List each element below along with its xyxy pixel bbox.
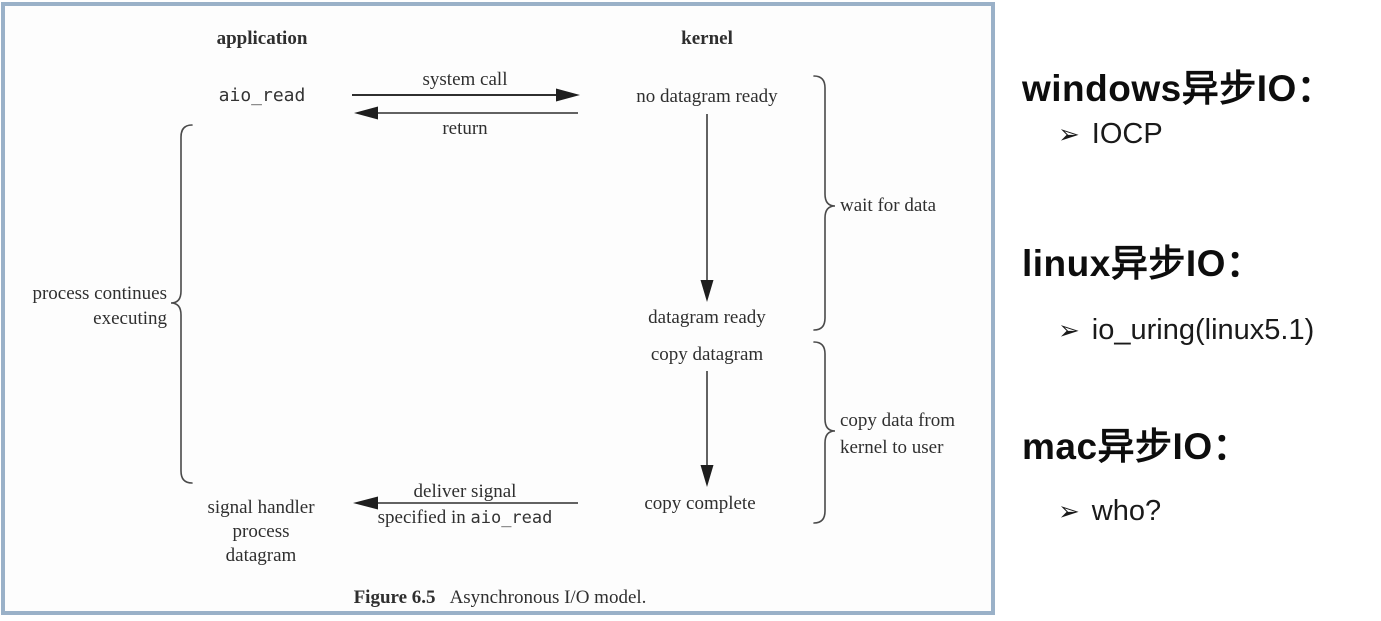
note-heading-windows: windows异步IO：: [1022, 68, 1335, 109]
aio-read-label: aio_read: [218, 85, 306, 106]
return-label: return: [442, 118, 488, 139]
no-datagram-ready-label: no datagram ready: [636, 86, 778, 107]
note-item-who: ➢who?: [1058, 495, 1162, 527]
datagram-ready-label: datagram ready: [648, 307, 766, 328]
wait-for-data-label: wait for data: [840, 195, 937, 216]
arrowhead-bullet-icon: ➢: [1058, 496, 1080, 526]
copy-complete-label: copy complete: [644, 493, 756, 514]
copy-datagram-label: copy datagram: [650, 344, 764, 365]
column-header-kernel: kernel: [681, 28, 733, 49]
deliver-signal-label: deliver signal: [413, 481, 517, 502]
figure-caption-number: Figure 6.5: [353, 587, 436, 608]
figure-caption: Figure 6.5 Asynchronous I/O model.: [260, 587, 740, 609]
note-item-io-uring: ➢io_uring(linux5.1): [1058, 314, 1315, 346]
arrowhead-bullet-icon: ➢: [1058, 119, 1080, 149]
column-header-application: application: [216, 28, 308, 49]
note-heading-linux: linux异步IO：: [1022, 243, 1264, 284]
copy-data-from-label: copy data from kernel to user: [840, 410, 956, 458]
specified-in-label: specified in aio_read: [377, 507, 553, 528]
process-continues-label: process continues executing: [32, 283, 167, 329]
system-call-label: system call: [422, 69, 508, 90]
specified-in-code: aio_read: [470, 508, 553, 528]
figure-caption-text: Asynchronous I/O model.: [449, 587, 647, 608]
note-heading-mac: mac异步IO：: [1022, 426, 1251, 467]
arrowhead-bullet-icon: ➢: [1058, 315, 1080, 345]
notes-panel: windows异步IO： ➢IOCP linux异步IO： ➢io_uring(…: [1010, 0, 1381, 621]
signal-handler-label: signal handler process datagram: [207, 497, 315, 566]
note-item-iocp: ➢IOCP: [1058, 118, 1163, 150]
